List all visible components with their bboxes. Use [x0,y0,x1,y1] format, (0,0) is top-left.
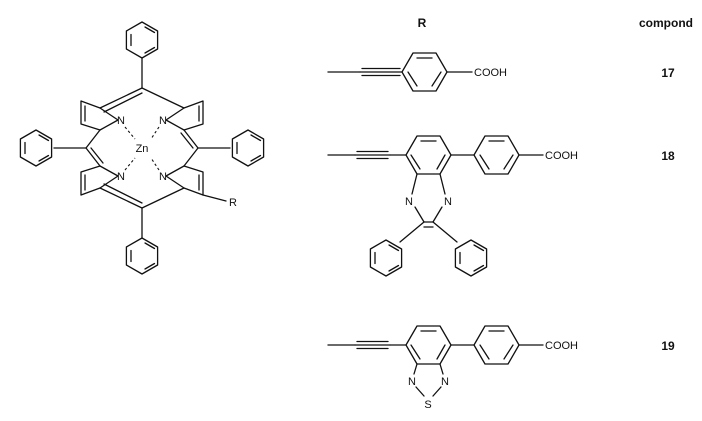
diphenyl-substituents [369,221,488,277]
pyrrole-bottom-left [80,165,119,196]
nitrogen-label: N [441,376,449,388]
r-group-19: N N S COOH [327,325,578,411]
phenyl-left [19,129,87,167]
zinc-label: Zn [136,143,149,155]
phenyl-top [125,21,159,89]
pyrrole-top-right [165,100,204,131]
phenyl-right [197,129,265,167]
phenylene-ring [473,325,520,365]
quinoxaline-core [405,135,452,228]
nitrogen-label: N [159,171,167,183]
r-column-header: R [418,16,427,30]
nitrogen-label: N [408,376,416,388]
carboxylic-acid-label: COOH [545,150,578,162]
compound-number-19: 19 [661,339,675,353]
compound-column-header: compond [639,16,693,30]
r-group-18: N N COOH [327,135,578,277]
r-group-label: R [229,197,237,209]
nitrogen-label: N [117,171,125,183]
r-group-17: COOH [327,52,507,92]
phenyl-bottom [125,207,159,275]
nitrogen-label: N [405,196,413,208]
pyrrole-bottom-right [165,165,204,196]
r-substituent-bond [202,194,227,202]
sulfur-label: S [424,399,431,411]
compound-number-18: 18 [661,149,675,163]
nitrogen-label: N [117,115,125,127]
zn-n-coordination [124,126,160,171]
phenylene-ring [473,135,520,175]
zinc-porphyrin: N N N N Zn R [19,21,265,275]
phenylene-ring [401,52,448,92]
nitrogen-label: N [444,196,452,208]
carboxylic-acid-label: COOH [545,340,578,352]
nitrogen-label: N [159,115,167,127]
pyrrole-top-left [80,100,119,131]
compound-number-17: 17 [661,66,675,80]
carboxylic-acid-label: COOH [474,67,507,79]
